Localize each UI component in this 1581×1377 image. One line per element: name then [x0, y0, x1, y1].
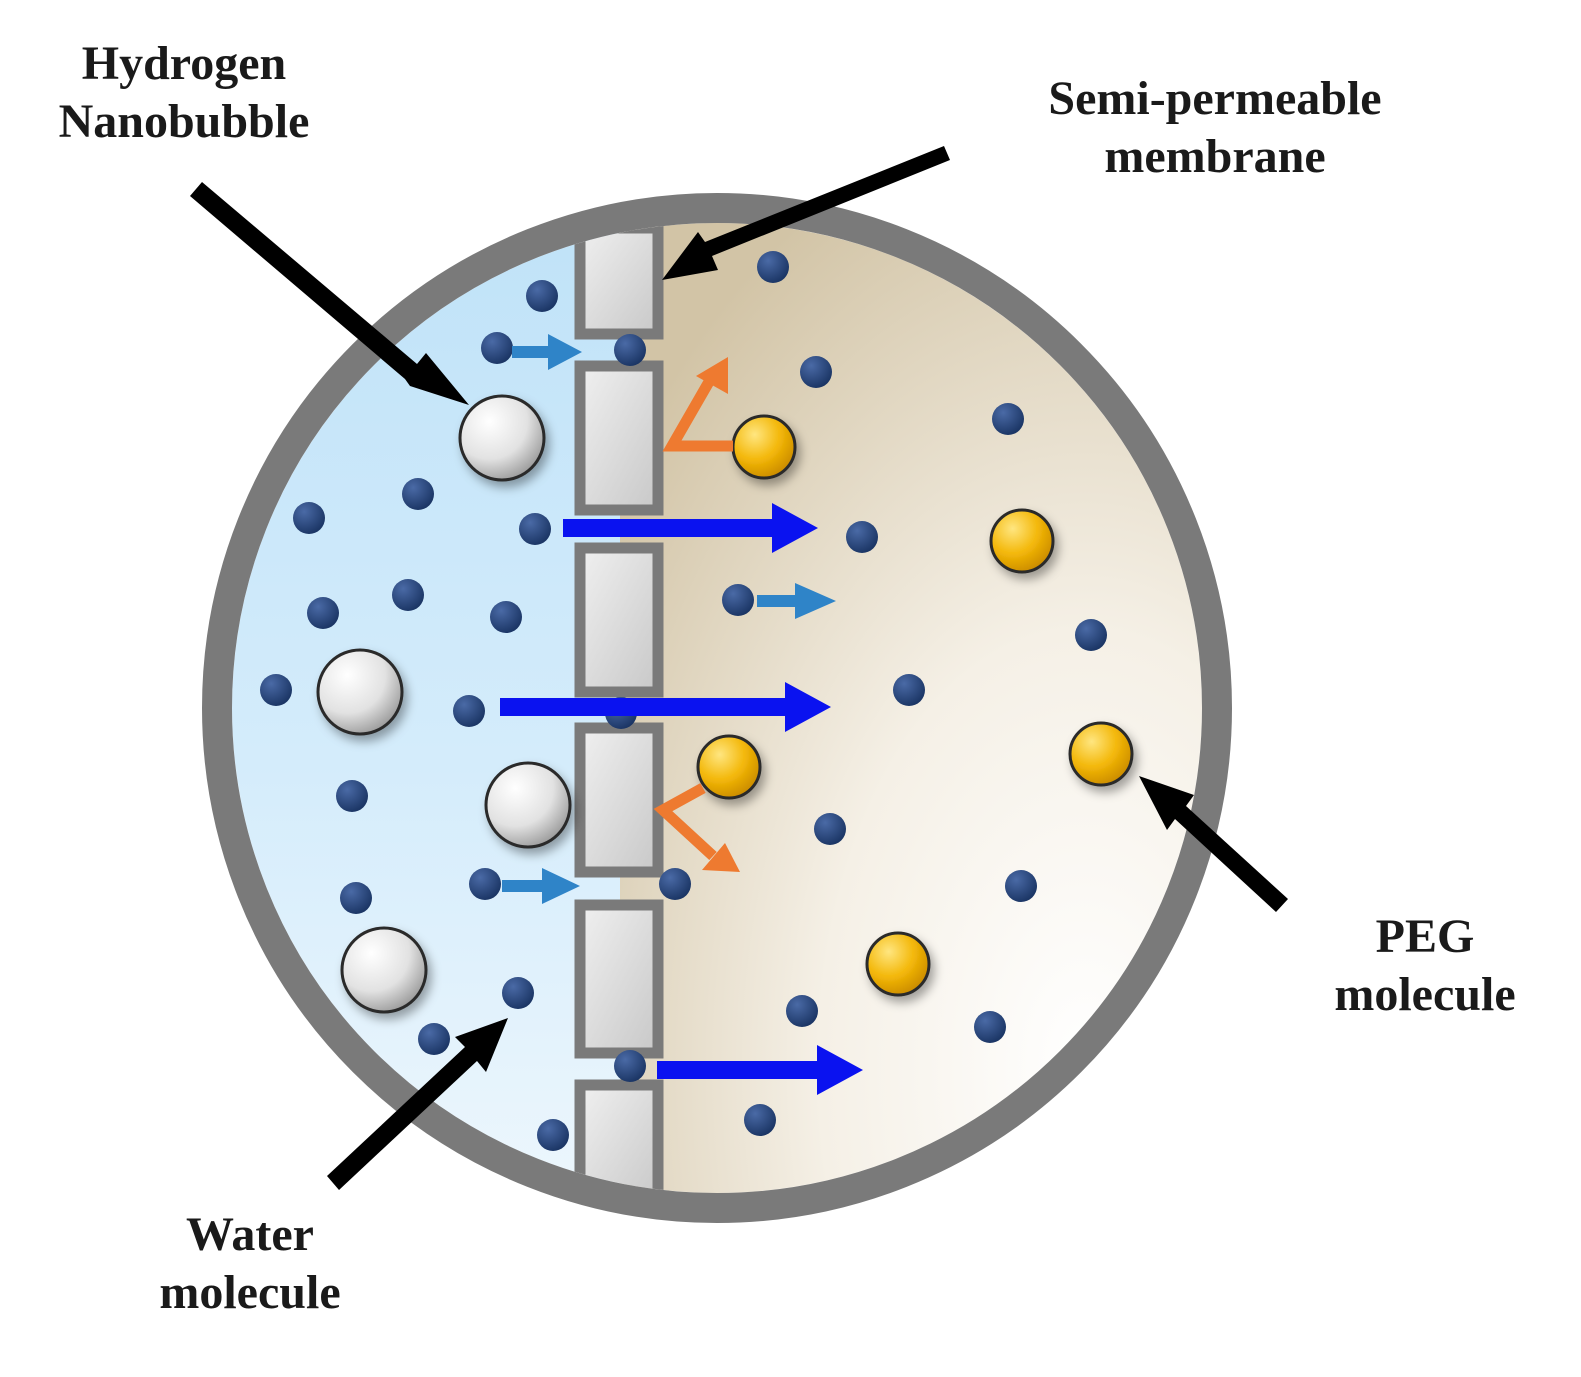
small-flow-arrow: [512, 334, 582, 370]
water-molecule: [453, 695, 485, 727]
water-molecules: [260, 251, 1107, 1151]
peg-molecule: [731, 414, 797, 480]
outer-ring: [202, 193, 1232, 1223]
membrane-block: [574, 360, 664, 516]
water-molecule: [537, 1119, 569, 1151]
nanobubble: [340, 926, 428, 1014]
membrane-label-line1: Semi-permeable: [1048, 72, 1382, 125]
water-molecule: [340, 882, 372, 914]
membrane-block: [574, 223, 664, 340]
water-pointer-arrow: [327, 1018, 508, 1190]
flow-arrow: [563, 503, 818, 553]
water-molecule-label: Water molecule: [120, 1206, 380, 1322]
membrane-label-line2: membrane: [1104, 130, 1326, 183]
peg-molecule: [989, 508, 1055, 574]
water-molecule: [744, 1104, 776, 1136]
water-molecule: [846, 521, 878, 553]
water-molecule-label-line2: molecule: [159, 1266, 341, 1319]
water-molecule: [814, 813, 846, 845]
water-molecule: [614, 1050, 646, 1082]
peg-pointer-arrow: [1139, 776, 1288, 912]
peg-molecule-label-line2: molecule: [1334, 968, 1516, 1021]
water-molecule: [1005, 870, 1037, 902]
water-molecule: [893, 674, 925, 706]
rejection-arrow-head: [702, 843, 740, 872]
water-molecule: [526, 280, 558, 312]
peg-molecule-label: PEG molecule: [1290, 908, 1560, 1024]
nanobubble: [316, 648, 404, 736]
water-molecule: [1075, 619, 1107, 651]
water-molecule: [974, 1011, 1006, 1043]
water-molecule: [336, 780, 368, 812]
membrane-block: [574, 1079, 664, 1193]
flow-arrow: [500, 682, 831, 732]
water-molecule: [402, 478, 434, 510]
hydrogen-nanobubble-label-line1: Hydrogen: [81, 37, 287, 90]
peg-rejection-arrows: [653, 357, 740, 872]
water-molecule: [757, 251, 789, 283]
water-molecule: [260, 674, 292, 706]
nanobubble-pointer-arrow: [190, 182, 469, 405]
flow-arrow: [657, 1045, 863, 1095]
water-molecule: [392, 579, 424, 611]
water-molecule: [614, 334, 646, 366]
water-molecule: [800, 356, 832, 388]
membrane-block: [574, 722, 664, 878]
membrane-block: [574, 899, 664, 1059]
hydrogen-nanobubbles: [316, 394, 572, 1014]
water-molecule: [307, 597, 339, 629]
water-molecule: [469, 868, 501, 900]
water-molecule: [481, 332, 513, 364]
water-molecule: [490, 601, 522, 633]
nanobubble: [484, 761, 572, 849]
small-flow-arrows: [502, 334, 836, 904]
membrane-label: Semi-permeable membrane: [980, 70, 1450, 186]
rejection-arrow-head: [696, 357, 728, 394]
hydrogen-nanobubble-label-line2: Nanobubble: [58, 95, 310, 148]
water-molecule-label-line1: Water: [186, 1208, 314, 1261]
peg-molecule: [865, 931, 931, 997]
peg-molecule: [1068, 721, 1134, 787]
water-molecule: [786, 995, 818, 1027]
rejection-arrow: [662, 377, 733, 452]
peg-molecules: [696, 414, 1134, 997]
rejection-arrow: [653, 783, 717, 861]
membrane-pointer-arrow: [662, 146, 950, 280]
water-molecule: [519, 513, 551, 545]
water-molecule: [659, 868, 691, 900]
small-flow-arrow: [757, 583, 836, 619]
water-molecule: [722, 584, 754, 616]
hydrogen-nanobubble-label: Hydrogen Nanobubble: [24, 35, 344, 151]
water-molecule: [418, 1023, 450, 1055]
water-molecule: [293, 502, 325, 534]
membrane-block: [574, 542, 664, 698]
pointer-arrows: [190, 146, 1288, 1190]
nanobubble: [458, 394, 546, 482]
small-flow-arrow: [502, 868, 580, 904]
peg-molecule-label-line1: PEG: [1375, 910, 1475, 963]
peg-molecule: [696, 734, 762, 800]
water-flow-arrows: [500, 503, 863, 1095]
water-molecule: [992, 403, 1024, 435]
water-molecule: [502, 977, 534, 1009]
